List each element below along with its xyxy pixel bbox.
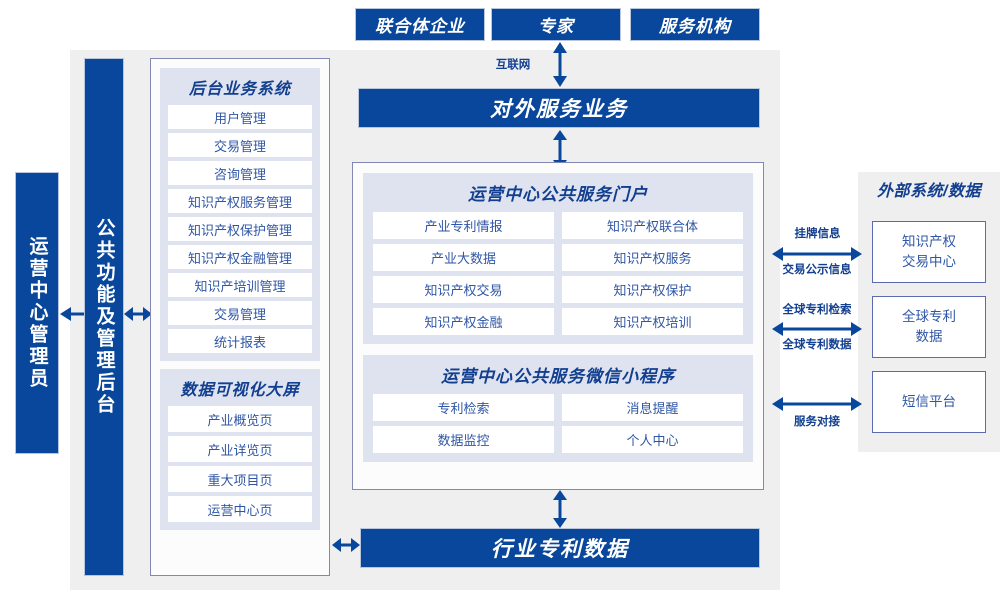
external-box-line2: 交易中心 bbox=[902, 254, 956, 269]
miniprogram-group-title: 运营中心公共服务微信小程序 bbox=[441, 367, 675, 386]
backend-to-industry-data-arrow-icon bbox=[332, 538, 360, 552]
connector-label-listing-info: 挂牌信息 bbox=[794, 228, 841, 240]
connector-label-service-docking: 服务对接 bbox=[794, 416, 840, 428]
center-panel: 运营中心公共服务门户 产业专利情报 知识产权联合体 产业大数据 知识产权服务 知… bbox=[352, 162, 764, 490]
external-connector-3-arrow-icon bbox=[772, 397, 862, 411]
backend-item[interactable]: 知识产培训管理 bbox=[168, 273, 312, 297]
internet-arrow-icon bbox=[553, 42, 567, 87]
left-bar-common-functions[interactable]: 公共功能及管理后台 bbox=[84, 58, 124, 576]
portal-item[interactable]: 知识产权金融 bbox=[373, 308, 554, 335]
portal-item[interactable]: 产业大数据 bbox=[373, 244, 554, 271]
connector-label-trade-public-info: 交易公示信息 bbox=[782, 264, 852, 276]
external-box-line2: 数据 bbox=[915, 329, 943, 344]
backend-item[interactable]: 交易管理 bbox=[168, 301, 312, 325]
backend-group-title: 后台业务系统 bbox=[188, 81, 291, 98]
portal-to-industry-data-arrow-icon bbox=[553, 490, 567, 528]
external-box-line1: 知识产权 bbox=[902, 234, 956, 250]
visualization-item-list: 产业概览页 产业详览页 重大项目页 运营中心页 bbox=[168, 406, 312, 522]
backend-business-group: 后台业务系统 用户管理 交易管理 咨询管理 知识产权服务管理 知识产权保护管理 … bbox=[160, 68, 320, 361]
miniprogram-item[interactable]: 专利检索 bbox=[373, 394, 554, 421]
external-connector-2-arrow-icon bbox=[772, 322, 862, 336]
backend-item[interactable]: 知识产权保护管理 bbox=[168, 217, 312, 241]
external-box-line1: 短信平台 bbox=[902, 394, 956, 410]
visualization-group-title: 数据可视化大屏 bbox=[180, 382, 300, 399]
miniprogram-item[interactable]: 个人中心 bbox=[562, 426, 743, 453]
miniprogram-item[interactable]: 消息提醒 bbox=[562, 394, 743, 421]
external-box-line1: 全球专利 bbox=[902, 309, 956, 325]
external-connector-1-arrow-icon bbox=[772, 247, 862, 261]
portal-item[interactable]: 知识产权培训 bbox=[562, 308, 743, 335]
external-box-sms-platform[interactable]: 短信平台 bbox=[872, 371, 986, 433]
visualization-group: 数据可视化大屏 产业概览页 产业详览页 重大项目页 运营中心页 bbox=[160, 369, 320, 530]
external-section-title: 外部系统/数据 bbox=[877, 183, 981, 200]
portal-item[interactable]: 产业专利情报 bbox=[373, 212, 554, 239]
miniprogram-group: 运营中心公共服务微信小程序 专利检索 消息提醒 数据监控 个人中心 bbox=[363, 355, 753, 462]
backend-item[interactable]: 用户管理 bbox=[168, 105, 312, 129]
portal-group: 运营中心公共服务门户 产业专利情报 知识产权联合体 产业大数据 知识产权服务 知… bbox=[363, 173, 753, 344]
portal-item[interactable]: 知识产权服务 bbox=[562, 244, 743, 271]
industry-patent-data-bar[interactable]: 行业专利数据 bbox=[360, 528, 760, 568]
backend-panel: 后台业务系统 用户管理 交易管理 咨询管理 知识产权服务管理 知识产权保护管理 … bbox=[150, 58, 330, 576]
top-actor-lianheti[interactable]: 联合体企业 bbox=[355, 8, 485, 41]
portal-item[interactable]: 知识产权交易 bbox=[373, 276, 554, 303]
visualization-item[interactable]: 运营中心页 bbox=[168, 496, 312, 522]
backend-item[interactable]: 统计报表 bbox=[168, 329, 312, 353]
backend-item[interactable]: 咨询管理 bbox=[168, 161, 312, 185]
visualization-item[interactable]: 产业概览页 bbox=[168, 406, 312, 432]
backend-item[interactable]: 知识产权服务管理 bbox=[168, 189, 312, 213]
connector-label-global-patent-search: 全球专利检索 bbox=[782, 304, 852, 316]
backend-item-list: 用户管理 交易管理 咨询管理 知识产权服务管理 知识产权保护管理 知识产权金融管… bbox=[168, 105, 312, 353]
external-service-bar[interactable]: 对外服务业务 bbox=[358, 88, 760, 128]
top-actor-service-org[interactable]: 服务机构 bbox=[630, 8, 760, 41]
external-box-ip-trade-center[interactable]: 知识产权 交易中心 bbox=[872, 221, 986, 283]
miniprogram-item-grid: 专利检索 消息提醒 数据监控 个人中心 bbox=[373, 394, 743, 453]
miniprogram-item[interactable]: 数据监控 bbox=[373, 426, 554, 453]
backend-item[interactable]: 交易管理 bbox=[168, 133, 312, 157]
backend-item[interactable]: 知识产权金融管理 bbox=[168, 245, 312, 269]
top-actor-expert[interactable]: 专家 bbox=[491, 8, 621, 41]
backend-connect-arrow-icon bbox=[124, 307, 152, 321]
portal-group-title: 运营中心公共服务门户 bbox=[468, 185, 648, 204]
connector-label-global-patent-data: 全球专利数据 bbox=[782, 339, 852, 351]
portal-item[interactable]: 知识产权保护 bbox=[562, 276, 743, 303]
visualization-item[interactable]: 重大项目页 bbox=[168, 466, 312, 492]
portal-item-grid: 产业专利情报 知识产权联合体 产业大数据 知识产权服务 知识产权交易 知识产权保… bbox=[373, 212, 743, 335]
external-box-global-patent-data[interactable]: 全球专利 数据 bbox=[872, 296, 986, 358]
internet-label: 互联网 bbox=[495, 59, 531, 71]
left-bar-operator-admin[interactable]: 运营中心管理员 bbox=[15, 172, 59, 454]
visualization-item[interactable]: 产业详览页 bbox=[168, 436, 312, 462]
portal-item[interactable]: 知识产权联合体 bbox=[562, 212, 743, 239]
